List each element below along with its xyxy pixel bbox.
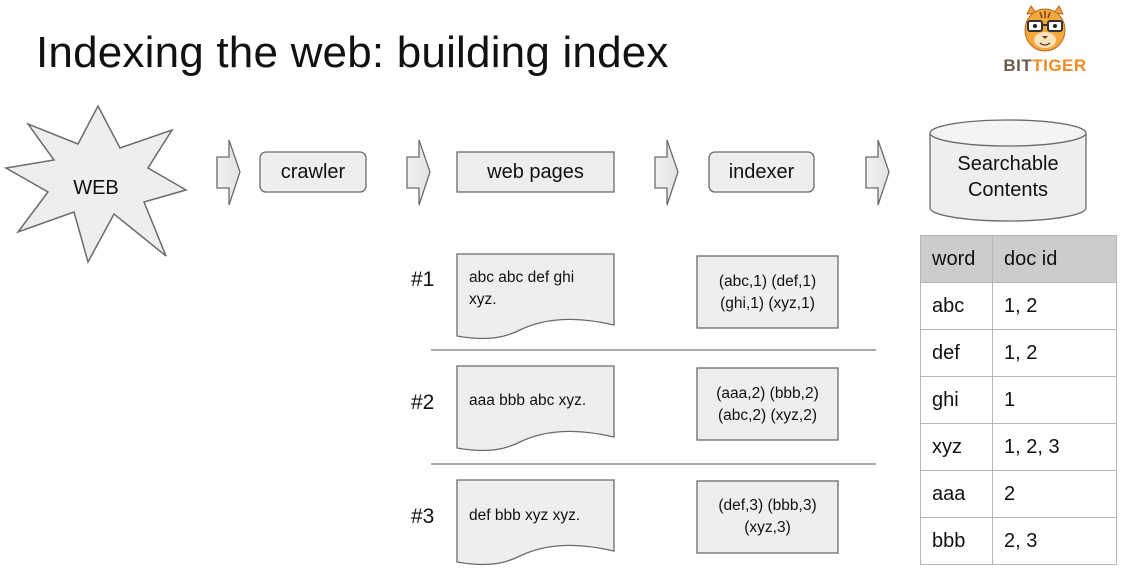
doc-text: abc abc def ghi xyz. [469, 269, 575, 309]
postings-line: (abc,2) (xyz,2) [717, 407, 818, 425]
web-label: WEB [73, 177, 119, 199]
indexer-box-shape [708, 151, 815, 193]
doc-ids-cell: 1, 2, 3 [992, 423, 1117, 471]
postings-line: (xyz,3) [744, 519, 791, 537]
doc-ids-cell: 1 [992, 376, 1117, 424]
word-cell: xyz [920, 423, 993, 471]
web-pages-label: web pages [487, 161, 584, 183]
store-line-1: Searchable [957, 153, 1059, 175]
arrow-right-icon [865, 139, 890, 206]
document-shape [456, 479, 615, 566]
store-line-2: Contents [967, 179, 1049, 201]
doc-text: def bbb xyz xyz. [469, 507, 581, 524]
web-starburst-shape [3, 104, 188, 264]
logo-wordmark: BITTIGER [1003, 56, 1087, 75]
word-cell: ghi [920, 376, 993, 424]
postings-text: (aaa,2) (bbb,2) (abc,2) (xyz,2) [697, 383, 838, 428]
document-shape [456, 365, 615, 452]
word-cell: def [920, 329, 993, 377]
doc-ids-cell: 2, 3 [992, 517, 1117, 565]
postings-text: (abc,1) (def,1) (ghi,1) (xyz,1) [697, 271, 838, 316]
tiger-with-glasses-icon [1024, 5, 1066, 52]
indexer-label: indexer [728, 161, 795, 183]
postings-line: (abc,1) (def,1) [718, 273, 817, 290]
crawler-label: crawler [280, 161, 346, 183]
column-header-word: word [920, 235, 993, 283]
doc-ids-cell: 2 [992, 470, 1117, 518]
doc-text: aaa bbb abc xyz. [469, 392, 587, 409]
arrow-right-icon [216, 139, 241, 206]
word-cell: abc [920, 282, 993, 330]
crawler-box-shape [259, 151, 367, 193]
doc-id-label: #2 [411, 391, 435, 414]
doc-ids-cell: 1, 2 [992, 282, 1117, 330]
doc-ids-cell: 1, 2 [992, 329, 1117, 377]
document-shape [456, 253, 615, 340]
postings-text: (def,3) (bbb,3) (xyz,3) [697, 495, 838, 540]
table-header-row: word doc id [920, 235, 1117, 283]
postings-line: (def,3) (bbb,3) [718, 497, 817, 514]
arrow-right-icon [406, 139, 431, 206]
postings-box-shape [696, 367, 839, 441]
doc-id-label: #3 [411, 505, 435, 528]
doc-id-label: #1 [411, 268, 435, 291]
postings-line: (aaa,2) (bbb,2) [716, 385, 819, 402]
slide-title: Indexing the web: building index [36, 28, 669, 77]
database-icon [929, 119, 1087, 222]
postings-box-shape [696, 255, 839, 329]
web-pages-box-shape [456, 151, 615, 193]
postings-line: (ghi,1) (xyz,1) [720, 295, 815, 313]
searchable-contents-label: Searchable Contents [930, 148, 1086, 206]
postings-box-shape [696, 480, 839, 554]
word-cell: aaa [920, 470, 993, 518]
word-cell: bbb [920, 517, 993, 565]
column-header-doc-id: doc id [992, 235, 1117, 283]
arrow-right-icon [654, 139, 679, 206]
bittiger-logo: BITTIGER [996, 4, 1094, 80]
